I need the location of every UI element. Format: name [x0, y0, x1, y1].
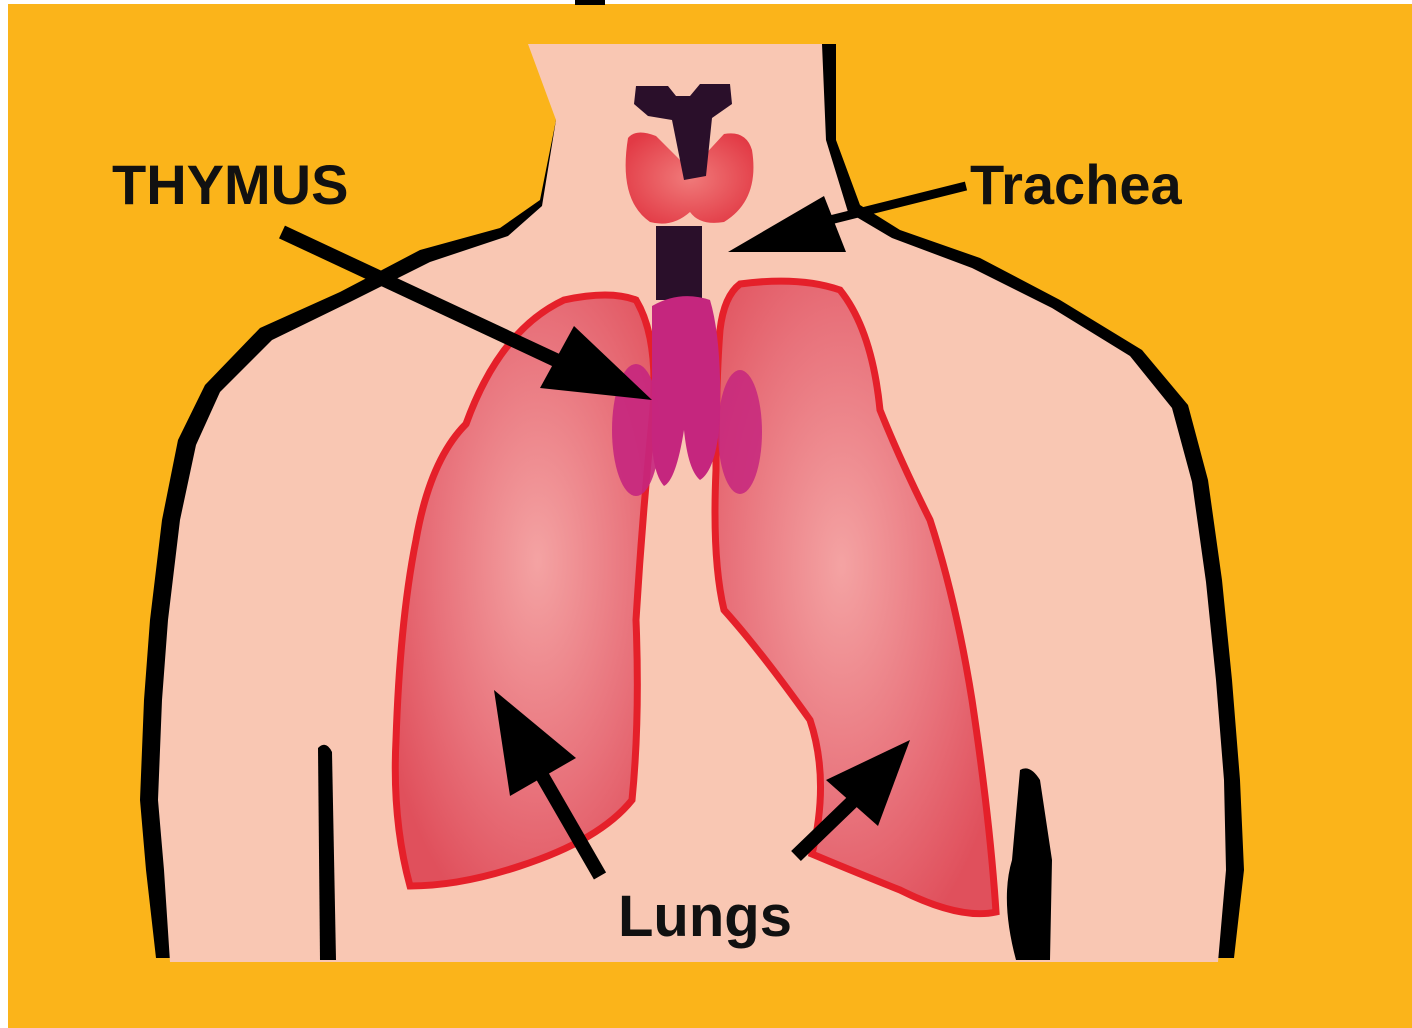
top-edge-mark	[575, 0, 605, 5]
label-trachea: Trachea	[970, 153, 1183, 216]
trachea-tube	[656, 226, 702, 300]
label-lungs: Lungs	[618, 884, 792, 949]
bottom-band	[8, 962, 1412, 1028]
thymus-right-lobe	[718, 370, 762, 494]
label-thymus: THYMUS	[112, 153, 348, 216]
